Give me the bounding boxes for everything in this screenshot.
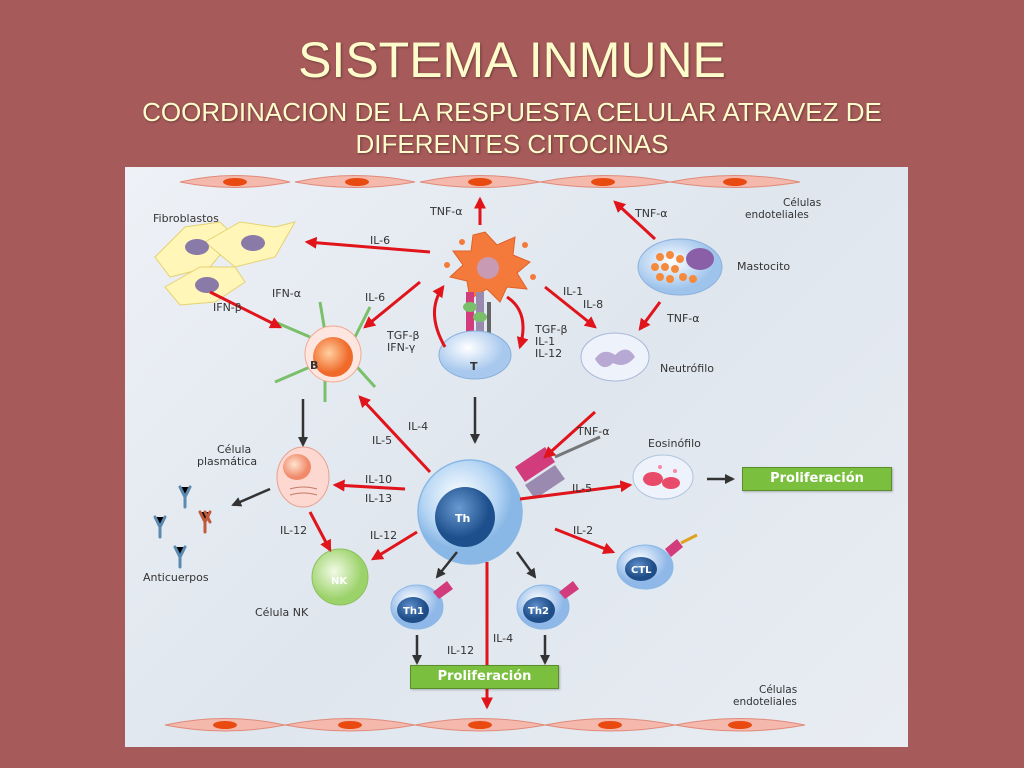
ctl-cell [616, 533, 698, 590]
label-endothelial-bottom-2: endoteliales [733, 696, 797, 708]
cytokine-ifn-gamma: IFN-γ [387, 341, 416, 354]
cytokine-il6-b: IL-6 [365, 291, 385, 304]
mastocyte [637, 238, 723, 296]
subtitle-line-2: DIFERENTES CITOCINAS [355, 129, 669, 159]
label-plasma-2: plasmática [197, 455, 257, 468]
red-arrows [209, 196, 662, 710]
label-ctl: CTL [631, 565, 652, 576]
fibroblasts [154, 221, 297, 306]
proliferation-box-bottom: Proliferación [410, 665, 559, 689]
cytokine-tgf-left: TGF-β [386, 329, 420, 342]
th-cell [417, 435, 601, 565]
label-nk-cell: NK [331, 576, 348, 587]
label-th2: Th2 [528, 606, 549, 617]
cytokine-il12-plasma: IL-12 [280, 524, 307, 537]
b-cell [274, 301, 377, 402]
cytokine-il5-eos: IL-5 [572, 482, 592, 495]
cytokine-tnf-th: TNF-α [576, 425, 610, 438]
cytokine-il13: IL-13 [365, 492, 392, 505]
endothelial-row-top [179, 175, 801, 188]
slide-subtitle: COORDINACION DE LA RESPUESTA CELULAR ATR… [100, 96, 924, 160]
label-th-cell: Th [455, 512, 470, 525]
eosinophil [632, 454, 694, 500]
label-eosinophil: Eosinófilo [648, 437, 701, 450]
immune-diagram-panel: Células endoteliales Células endoteliale… [125, 167, 908, 747]
cytokine-il12-th: IL-12 [370, 529, 397, 542]
cytokine-il6-fibro: IL-6 [370, 234, 390, 247]
cytokine-il12-bottom: IL-12 [447, 644, 474, 657]
endothelial-row-bottom [164, 718, 806, 732]
label-b-cell: B [310, 359, 318, 372]
cytokine-il8: IL-8 [583, 298, 603, 311]
cytokine-il10: IL-10 [365, 473, 392, 486]
plasma-cell [276, 446, 330, 508]
neutrophil [580, 332, 650, 382]
cytokine-tnf-top: TNF-α [429, 205, 463, 218]
th2-cell [516, 581, 579, 630]
label-endothelial-bottom-1: Células [759, 684, 797, 696]
proliferation-box-right: Proliferación [742, 467, 892, 491]
cytokine-il5-b: IL-5 [372, 434, 392, 447]
slide-title: SISTEMA INMUNE [298, 32, 726, 88]
label-plasma-1: Célula [217, 443, 251, 456]
label-mastocyte: Mastocito [737, 260, 790, 273]
cytokine-il1: IL-1 [563, 285, 583, 298]
subtitle-line-1: COORDINACION DE LA RESPUESTA CELULAR ATR… [142, 97, 882, 127]
cytokine-il4: IL-4 [408, 420, 428, 433]
label-th1: Th1 [403, 606, 424, 617]
label-endothelial-top-1: Células [783, 197, 821, 209]
cytokine-il1-right: IL-1 [535, 335, 555, 348]
cytokine-il12-right: IL-12 [535, 347, 562, 360]
cytokine-tnf-mast: TNF-α [634, 207, 668, 220]
immune-diagram: Células endoteliales Células endoteliale… [143, 175, 821, 732]
label-nk-cell-name: Célula NK [255, 606, 309, 619]
cytokine-il4-bottom: IL-4 [493, 632, 513, 645]
dendritic-cell [444, 231, 536, 303]
cytokine-tgf-right: TGF-β [534, 323, 568, 336]
label-endothelial-top-2: endoteliales [745, 209, 809, 221]
cytokine-tnf-neutro: TNF-α [666, 312, 700, 325]
mhc-tcr-complex [463, 292, 491, 342]
th1-cell [390, 581, 453, 630]
antibodies [153, 485, 212, 569]
label-antibodies: Anticuerpos [143, 571, 209, 584]
nk-cell [311, 548, 369, 606]
cytokine-ifn-alpha: IFN-α [272, 287, 301, 300]
label-fibroblasts: Fibroblastos [153, 212, 219, 225]
dark-arrows [231, 397, 735, 665]
t-cell [438, 330, 512, 380]
label-neutrophil: Neutrófilo [660, 362, 714, 375]
cytokine-ifn-beta: IFN-β [213, 301, 242, 314]
cytokine-il2: IL-2 [573, 524, 593, 537]
label-t-cell: T [470, 360, 478, 373]
